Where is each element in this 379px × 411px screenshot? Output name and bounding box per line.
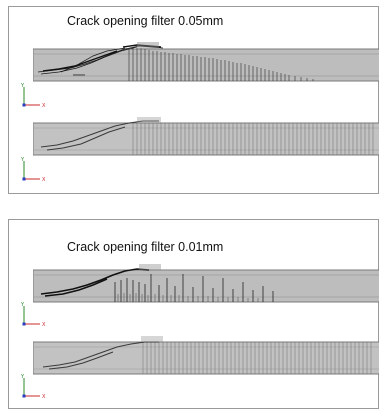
crack-filter-panel-2: Crack opening filter 0.01mm xyxy=(8,219,379,409)
beam-crack-pattern-lower xyxy=(33,336,379,375)
axis-x-label: X xyxy=(42,394,46,400)
panel-title: Crack opening filter 0.01mm xyxy=(67,240,224,254)
axis-x-label: X xyxy=(42,103,46,109)
panel-title: Crack opening filter 0.05mm xyxy=(67,14,224,28)
beam-crack-pattern-upper xyxy=(33,42,379,82)
axis-y-label: Y xyxy=(20,302,25,308)
axis-x-label: X xyxy=(42,322,46,328)
axis-y-label: Y xyxy=(20,157,25,163)
axis-y-label: Y xyxy=(20,374,25,380)
crack-filter-panel-1: Crack opening filter 0.05mm xyxy=(8,6,379,194)
axis-triad-icon: Y X xyxy=(20,374,46,400)
axis-x-label: X xyxy=(42,177,46,183)
axis-y-label: Y xyxy=(20,83,25,89)
axis-triad-icon: Y X xyxy=(20,83,46,109)
beam-crack-pattern-lower xyxy=(33,117,379,156)
beam-crack-pattern-upper xyxy=(33,264,379,303)
axis-triad-icon: Y X xyxy=(20,302,46,328)
axis-triad-icon: Y X xyxy=(20,157,46,183)
